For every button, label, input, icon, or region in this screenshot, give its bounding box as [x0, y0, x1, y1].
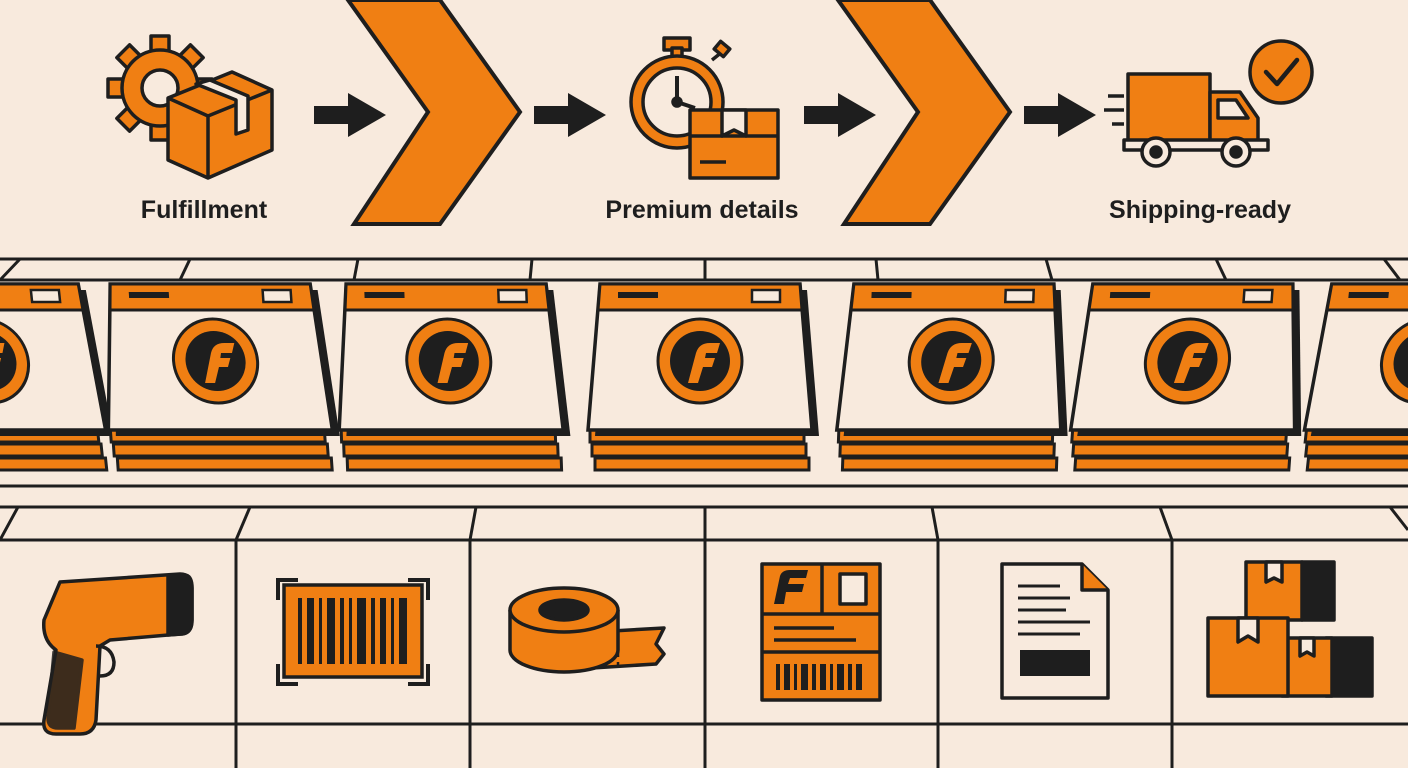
- flow-arrow-4: [1024, 93, 1096, 137]
- conveyor-grid: [0, 257, 1408, 768]
- delivery-truck-check-icon: [1104, 39, 1314, 168]
- package-row: [0, 284, 1408, 470]
- mailer-package-5: [835, 284, 1072, 470]
- shipping-label-icon: [760, 562, 882, 702]
- barcode-scanner-icon: [42, 572, 194, 736]
- stopwatch-box-icon: [629, 36, 780, 180]
- barcode-label-icon: [276, 578, 430, 686]
- mailer-package-4: [588, 284, 819, 470]
- mailer-package-1: [0, 284, 117, 470]
- flow-arrow-2: [534, 93, 606, 137]
- flow-arrow-3: [804, 93, 876, 137]
- chevron-arrow-right: [835, 0, 1013, 226]
- gear-box-icon: [106, 34, 274, 180]
- mailer-package-2: [98, 284, 342, 470]
- chevron-arrow-left: [345, 0, 523, 226]
- mailer-package-3: [334, 284, 571, 470]
- mailer-package-7: [1300, 284, 1408, 470]
- step-label-fulfillment: Fulfillment: [140, 196, 268, 224]
- mailer-package-6: [1068, 284, 1312, 470]
- invoice-document-icon: [1000, 562, 1110, 700]
- step-label-premium-details: Premium details: [605, 196, 799, 224]
- flow-arrow-1: [314, 93, 386, 137]
- packing-tape-roll-icon: [508, 586, 666, 674]
- step-label-shipping-ready: Shipping-ready: [1109, 196, 1291, 224]
- stacked-boxes-icon: [1206, 560, 1374, 698]
- process-flow: [106, 0, 1314, 226]
